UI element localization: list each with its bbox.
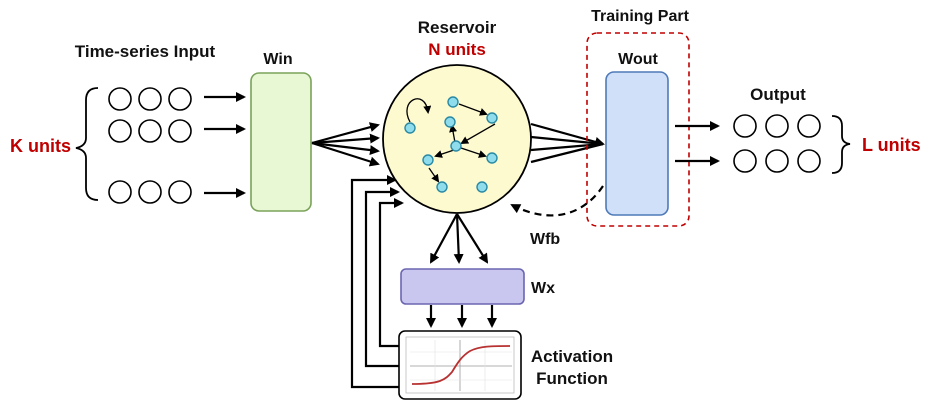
output-unit [797, 114, 821, 138]
reservoir-node [486, 152, 498, 164]
output-unit [733, 114, 757, 138]
reservoir-node [476, 181, 488, 193]
input-arrows [204, 92, 246, 198]
n-units-label: N units [428, 40, 486, 59]
input-unit [168, 87, 192, 111]
output-unit [797, 149, 821, 173]
input-unit [108, 119, 132, 143]
reservoir-nodes [404, 96, 498, 193]
wx-to-activation-arrows [426, 305, 497, 328]
wx-block [400, 268, 525, 305]
input-unit [138, 180, 162, 204]
reservoir-circle [382, 64, 532, 214]
reservoir-node [450, 140, 462, 152]
training-part-box [586, 32, 690, 227]
recurrent-feedback-lines [350, 175, 404, 389]
output-unit [765, 114, 789, 138]
reservoir-node [447, 96, 459, 108]
reservoir-node [444, 116, 456, 128]
input-unit [168, 180, 192, 204]
input-brace [75, 87, 99, 201]
output-brace [831, 115, 851, 174]
output-label: Output [750, 85, 806, 104]
reservoir-node [422, 154, 434, 166]
input-unit [108, 180, 132, 204]
l-units-label: L units [862, 135, 921, 155]
input-units [108, 87, 192, 204]
win-to-reservoir-arrows [311, 122, 380, 167]
reservoir-node [436, 181, 448, 193]
feedback-arrow [510, 185, 604, 217]
k-units-label: K units [10, 136, 71, 156]
reservoir-to-wx-arrows [430, 213, 489, 264]
wout-block [605, 71, 669, 216]
output-unit [733, 149, 757, 173]
reservoir-node [486, 112, 498, 124]
time-series-input-label: Time-series Input [75, 42, 216, 61]
reservoir-to-wout-arrows [530, 122, 605, 164]
reservoir-label: Reservoir [418, 18, 497, 37]
win-label: Win [263, 51, 292, 68]
activation-label-line2: Function [536, 369, 608, 388]
wout-label: Wout [618, 51, 658, 68]
input-unit [108, 87, 132, 111]
wx-label: Wx [531, 280, 555, 297]
sigmoid-curve-plot-icon [405, 336, 515, 394]
training-part-label: Training Part [591, 8, 689, 25]
activation-label-line1: Activation [531, 347, 613, 366]
input-unit [168, 119, 192, 143]
input-unit [138, 119, 162, 143]
wout-to-output-arrows [675, 121, 720, 166]
output-unit [765, 149, 789, 173]
output-units [733, 114, 821, 173]
win-block [250, 72, 312, 212]
wfb-label: Wfb [530, 231, 560, 248]
reservoir-node [404, 122, 416, 134]
input-unit [138, 87, 162, 111]
